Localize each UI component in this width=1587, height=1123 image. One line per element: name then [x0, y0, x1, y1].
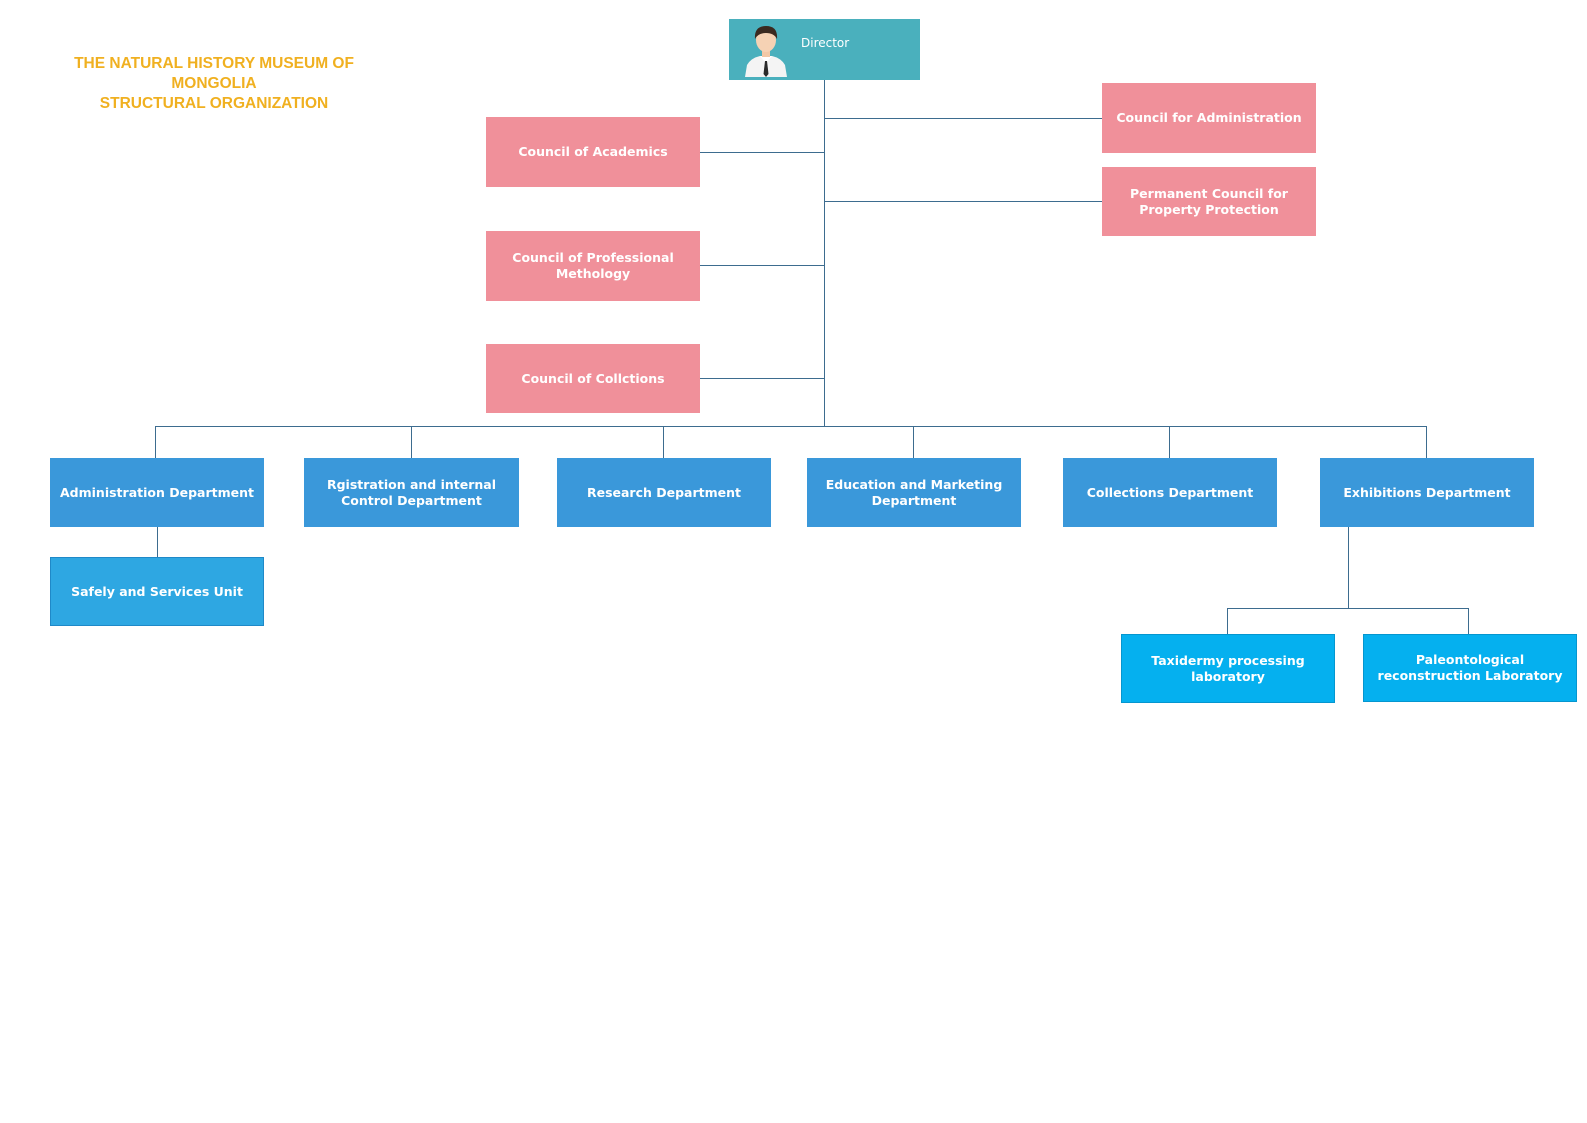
- page-title: THE NATURAL HISTORY MUSEUM OF MONGOLIA S…: [64, 54, 364, 114]
- lab-paleontological[interactable]: Paleontological reconstruction Laborator…: [1363, 634, 1577, 702]
- department-collections[interactable]: Collections Department: [1063, 458, 1277, 527]
- lab-taxidermy[interactable]: Taxidermy processing laboratory: [1121, 634, 1335, 703]
- department-exhibitions[interactable]: Exhibitions Department: [1320, 458, 1534, 527]
- department-education-marketing[interactable]: Education and Marketing Department: [807, 458, 1021, 527]
- title-line-3: STRUCTURAL ORGANIZATION: [99, 95, 329, 112]
- title-line-1: THE NATURAL HISTORY MUSEUM OF: [74, 55, 354, 72]
- title-line-2: MONGOLIA: [171, 75, 257, 92]
- council-professional-methology[interactable]: Council of Professional Methology: [486, 231, 700, 301]
- director-node[interactable]: Director: [729, 19, 920, 80]
- council-administration[interactable]: Council for Administration: [1102, 83, 1316, 153]
- department-administration[interactable]: Administration Department: [50, 458, 264, 527]
- council-academics[interactable]: Council of Academics: [486, 117, 700, 187]
- director-label: Director: [801, 36, 850, 50]
- department-research[interactable]: Research Department: [557, 458, 771, 527]
- department-registration[interactable]: Rgistration and internal Control Departm…: [304, 458, 519, 527]
- unit-safety-services[interactable]: Safely and Services Unit: [50, 557, 264, 626]
- council-collections[interactable]: Council of Collctions: [486, 344, 700, 413]
- person-avatar-icon: [745, 26, 787, 77]
- council-property-protection[interactable]: Permanent Council for Property Protectio…: [1102, 167, 1316, 236]
